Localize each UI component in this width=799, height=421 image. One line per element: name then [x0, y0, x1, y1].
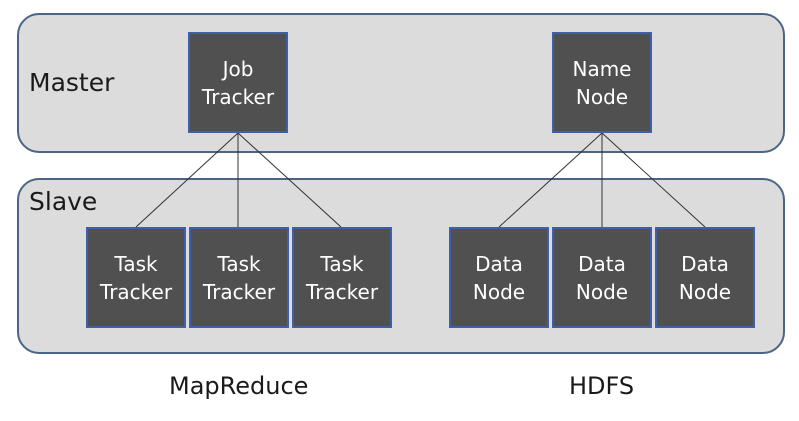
task-tracker-label: Task Tracker	[305, 251, 379, 304]
data-node-label: Data Node	[678, 251, 732, 304]
task-tracker-node: Task Tracker	[86, 227, 186, 328]
data-node-node: Data Node	[655, 227, 755, 328]
master-tier-label: Master	[29, 68, 115, 97]
master-tier-panel	[17, 13, 785, 153]
slave-tier-label: Slave	[29, 187, 98, 216]
task-tracker-node: Task Tracker	[189, 227, 289, 328]
data-node-label: Data Node	[472, 251, 526, 304]
job-tracker-label: Job Tracker	[201, 56, 275, 109]
hdfs-caption: HDFS	[569, 372, 635, 400]
job-tracker-node: Job Tracker	[188, 32, 288, 133]
mapreduce-caption: MapReduce	[169, 372, 309, 400]
task-tracker-label: Task Tracker	[99, 251, 173, 304]
task-tracker-label: Task Tracker	[202, 251, 276, 304]
data-node-label: Data Node	[575, 251, 629, 304]
name-node-node: Name Node	[552, 32, 652, 133]
data-node-node: Data Node	[552, 227, 652, 328]
name-node-label: Name Node	[572, 56, 632, 109]
task-tracker-node: Task Tracker	[292, 227, 392, 328]
data-node-node: Data Node	[449, 227, 549, 328]
